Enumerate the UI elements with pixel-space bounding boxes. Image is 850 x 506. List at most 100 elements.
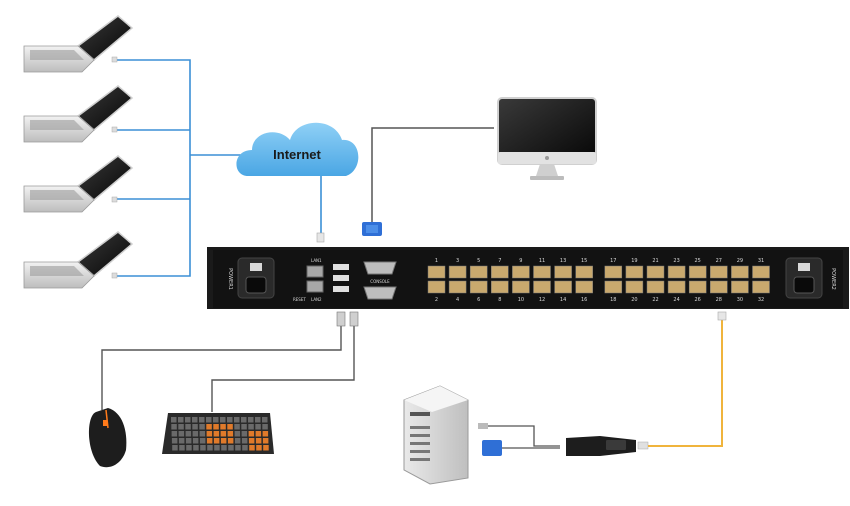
- keyboard-key: [185, 424, 191, 430]
- port-number: 5: [477, 258, 480, 264]
- reset-label: RESET: [293, 297, 306, 302]
- keyboard-key: [227, 424, 233, 430]
- keyboard-key: [262, 424, 268, 430]
- server-port: [427, 280, 446, 294]
- keyboard-key: [207, 445, 213, 451]
- rj45-plug: [717, 311, 727, 321]
- keyboard-key: [192, 424, 198, 430]
- rj45-plug: [316, 232, 325, 243]
- server-port: [448, 265, 467, 279]
- cloud-icon: Internet: [236, 122, 359, 176]
- keyboard-key: [206, 431, 213, 437]
- port-number: 7: [498, 258, 501, 264]
- server-port: [512, 265, 530, 279]
- laptop-icon: [23, 231, 134, 289]
- port-number: 24: [673, 297, 679, 303]
- server-port: [448, 280, 467, 294]
- server-port: [688, 280, 707, 294]
- keyboard-key: [220, 431, 227, 437]
- keyboard-key: [185, 438, 192, 444]
- port-number: 29: [737, 258, 743, 264]
- keyboard-key: [185, 417, 191, 423]
- port-number: 27: [716, 258, 722, 264]
- lan1-label: LAN1: [311, 258, 322, 263]
- port-number: 18: [610, 297, 616, 303]
- keyboard-key: [256, 445, 262, 451]
- server-port: [427, 265, 446, 279]
- port-number: 32: [758, 297, 764, 303]
- server-port: [667, 265, 686, 279]
- keyboard-key: [227, 417, 233, 423]
- keyboard-key: [213, 424, 219, 430]
- server-port: [575, 280, 593, 294]
- port-number: 31: [758, 258, 764, 264]
- lan2-port: [306, 280, 324, 293]
- server-port: [646, 280, 665, 294]
- server-port: [512, 280, 530, 294]
- keyboard-key: [220, 417, 226, 423]
- port-number: 11: [539, 258, 545, 264]
- keyboard-key: [171, 424, 177, 430]
- server-port: [469, 265, 488, 279]
- port-number: 6: [477, 297, 480, 303]
- keyboard-key: [179, 445, 185, 451]
- lan2-label: LAN2: [311, 297, 322, 302]
- keyboard-key: [171, 431, 178, 437]
- port-number: 13: [560, 258, 566, 264]
- usb-cables: [101, 326, 355, 412]
- server-port: [533, 280, 551, 294]
- cloud-label: Internet: [273, 147, 321, 162]
- keyboard-key: [193, 445, 199, 451]
- keyboard-key: [241, 424, 247, 430]
- keyboard-key: [241, 431, 248, 437]
- server-port: [491, 265, 509, 279]
- server-port: [554, 280, 572, 294]
- keyboard-key: [255, 431, 262, 437]
- keyboard-key: [199, 417, 205, 423]
- vga-connector: [362, 222, 382, 236]
- laptop-icon: [23, 155, 134, 213]
- keyboard-key: [241, 417, 247, 423]
- port-number: 12: [539, 297, 545, 303]
- keyboard-key: [186, 445, 192, 451]
- keyboard-key: [248, 438, 255, 444]
- keyboard-key: [199, 431, 206, 437]
- keyboard-key: [234, 438, 241, 444]
- keyboard-key: [178, 431, 185, 437]
- port-number: 2: [435, 297, 438, 303]
- server-port: [554, 265, 572, 279]
- lan1-port: [306, 265, 324, 278]
- usb-port: [333, 264, 349, 270]
- server-cable: [648, 318, 723, 447]
- port-number: 21: [652, 258, 658, 264]
- keyboard-key: [234, 417, 240, 423]
- console-port-top: [363, 261, 397, 275]
- keyboard-key: [192, 417, 198, 423]
- keyboard-key: [206, 417, 212, 423]
- port-number: 22: [652, 297, 658, 303]
- server-port: [752, 265, 770, 279]
- keyboard-key: [255, 424, 261, 430]
- port-number: 28: [716, 297, 722, 303]
- keyboard-key: [206, 424, 212, 430]
- port-number: 4: [456, 297, 459, 303]
- keyboard-icon: [162, 413, 274, 454]
- kvm-switch-icon: POWER1 LAN1 RESET LAN2 CONSOLE POWER2 12…: [207, 247, 849, 309]
- server-port: [667, 280, 686, 294]
- keyboard-key: [248, 424, 254, 430]
- monitor-icon: [497, 97, 597, 180]
- keyboard-key: [227, 438, 234, 444]
- power2-label: POWER2: [830, 268, 836, 290]
- mouse-icon: [88, 408, 127, 468]
- server-port: [491, 280, 509, 294]
- server-port: [731, 280, 749, 294]
- usb-plugs: [336, 311, 359, 327]
- keyboard-key: [255, 417, 261, 423]
- keyboard-key: [234, 424, 240, 430]
- server-port: [533, 265, 551, 279]
- keyboard-key: [200, 445, 206, 451]
- keyboard-key: [235, 445, 241, 451]
- monitor-cable: [371, 127, 494, 228]
- keyboard-key: [248, 417, 254, 423]
- keyboard-key: [214, 445, 220, 451]
